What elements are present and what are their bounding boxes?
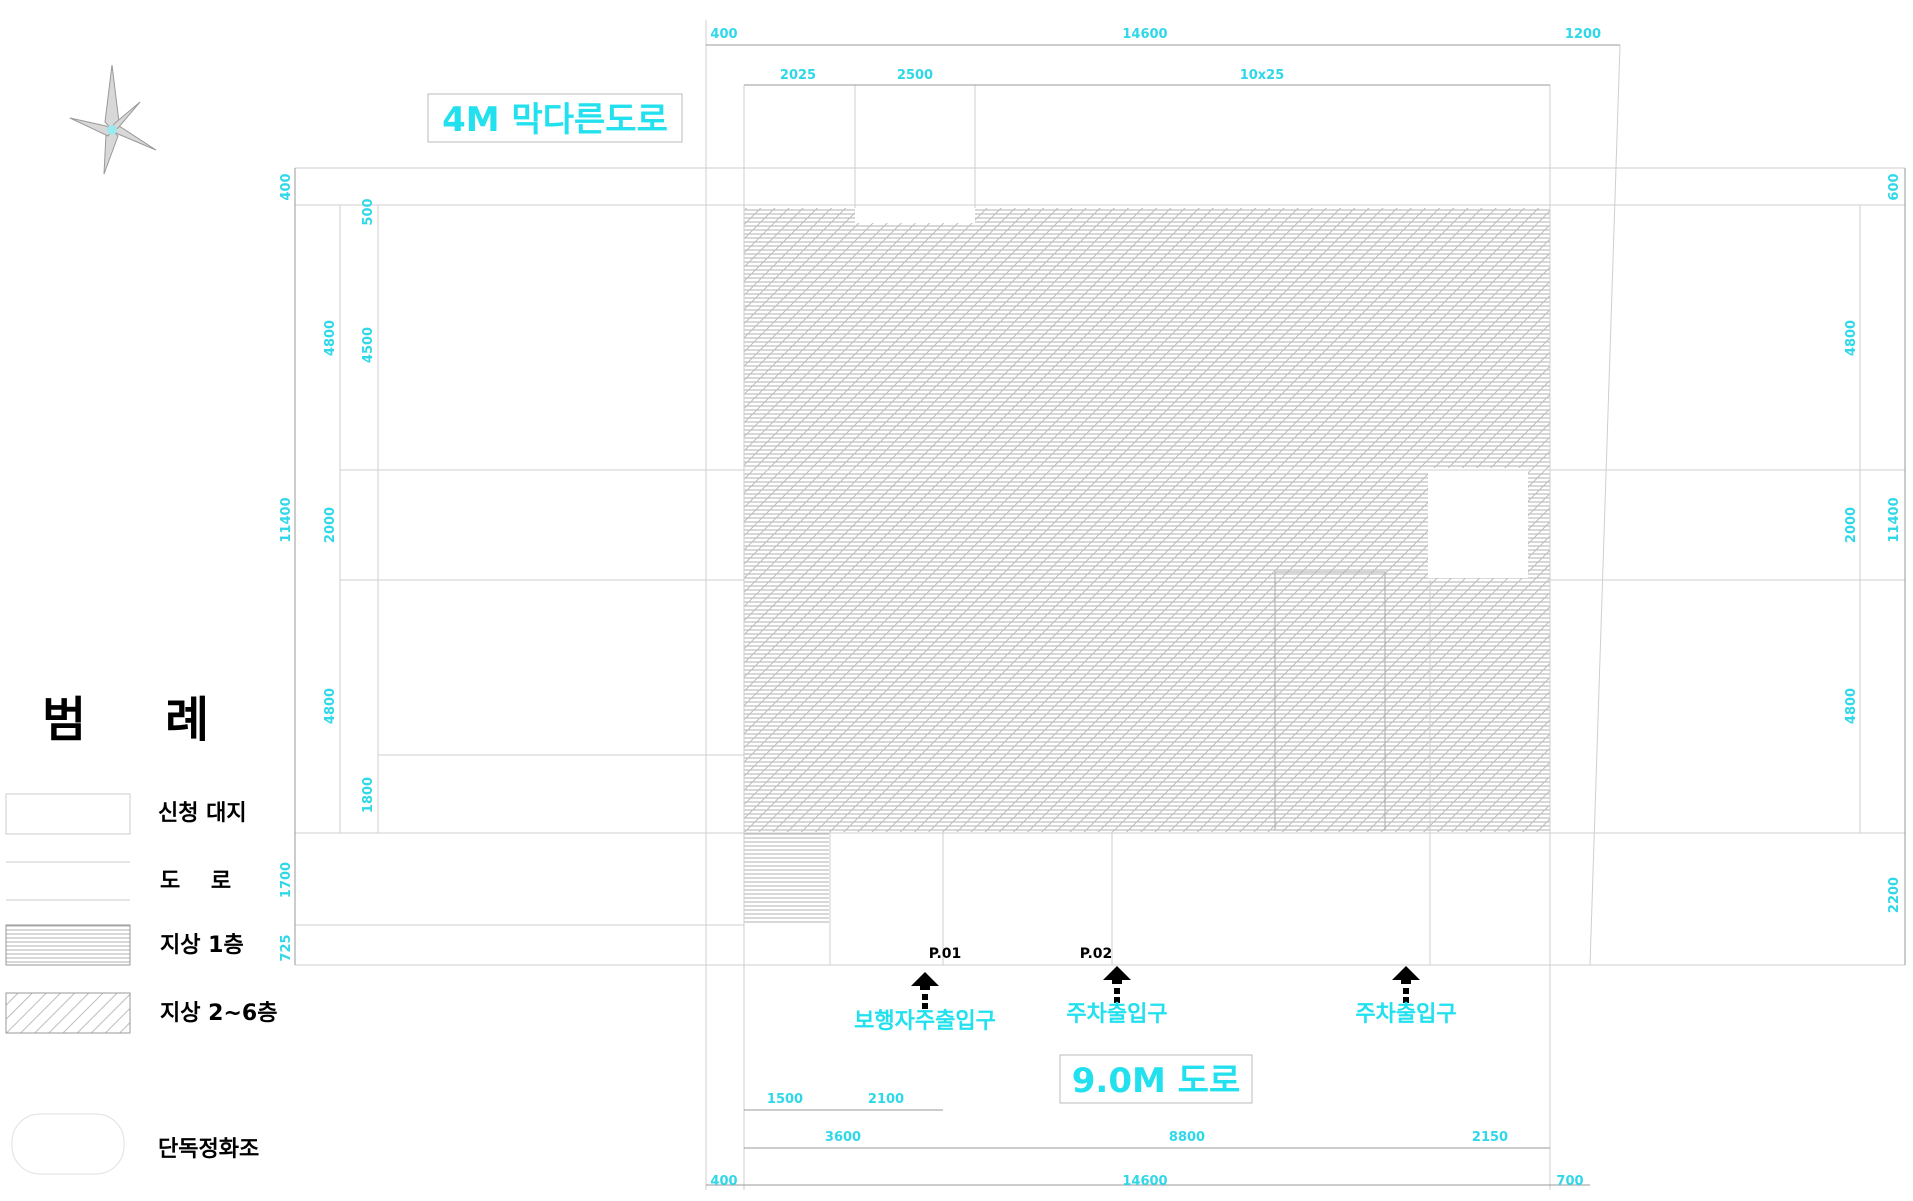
dim-bottom-sub2-2: 2150 (1472, 1130, 1508, 1145)
dim-left-inner-1: 4500 (361, 327, 376, 363)
bottom-road-label-box (1059, 1054, 1253, 1104)
dim-left-outer-2: 725 (279, 934, 294, 961)
dim-bottom-sub2-1: 8800 (1169, 1130, 1205, 1145)
parking-id-2: P.02 (1080, 946, 1113, 962)
building-floor2to6-diag (744, 208, 1550, 832)
building-notch-right (1428, 468, 1528, 578)
parking-label-3: 주차출입구 (1355, 1002, 1456, 1027)
septic-area (1274, 571, 1386, 831)
dim-right-outer-0: 600 (1887, 173, 1902, 200)
dim-bottom-sub2-0: 3600 (825, 1130, 861, 1145)
dim-bottom-sub1-0: 1500 (767, 1092, 803, 1107)
dim-right-mid-2: 4800 (1844, 688, 1859, 724)
dim-left-inner-0: 500 (361, 198, 376, 225)
dim-top-sub-1: 2500 (897, 68, 933, 83)
dim-bottom-overall-2: 700 (1556, 1174, 1583, 1189)
dim-left-outer-1: 11400 (279, 497, 294, 542)
dim-left-mid-0: 4800 (323, 320, 338, 356)
dimension-lines (294, 44, 1906, 1186)
top-road-label: 4M 막다른도로 (442, 100, 668, 140)
dim-top-overall-1: 14600 (1122, 27, 1167, 42)
legend-label-floor1: 지상 1층 (160, 933, 244, 958)
dim-left-inner-2: 1800 (361, 777, 376, 813)
legend-swatch-site (5, 793, 131, 835)
legend-swatch-septic (11, 1113, 125, 1175)
dim-left-mid-2: 4800 (323, 688, 338, 724)
entrance-arrow-icon (911, 972, 939, 1009)
parking-marker-1: P.01 보행자주출입구 (854, 946, 996, 1034)
dim-right-outer-2: 2200 (1887, 877, 1902, 913)
legend-swatch-floor2to6 (5, 992, 131, 1034)
dim-left-mid-3: 1700 (279, 862, 294, 898)
parking-label-2: 주차출입구 (1066, 1002, 1167, 1027)
legend-title-1: 범 (42, 692, 86, 748)
parking-id-1: P.01 (929, 946, 962, 962)
dim-bottom-overall-1: 14600 (1122, 1174, 1167, 1189)
legend-label-road: 도 로 (160, 869, 231, 894)
entrance-arrow-icon (1103, 966, 1131, 1003)
legend: 범 례 신청 대지 도 로 지상 1층 지상 2~6층 단독정화조 (5, 692, 277, 1175)
dim-left-outer-0: 400 (279, 173, 294, 200)
dim-top-sub-0: 2025 (780, 68, 816, 83)
dim-bottom-sub1-1: 2100 (868, 1092, 904, 1107)
top-road-label-box (427, 93, 683, 143)
compass-icon (69, 64, 157, 175)
parking-label-1: 보행자주출입구 (854, 1009, 996, 1034)
dim-right-outer-1: 11400 (1887, 497, 1902, 542)
dim-right-mid-0: 4800 (1844, 320, 1859, 356)
legend-label-site: 신청 대지 (158, 801, 247, 826)
dim-top-sub-2: 10x25 (1240, 68, 1285, 83)
parking-marker-3: 주차출입구 (1355, 966, 1457, 1027)
bottom-road-label: 9.0M 도로 (1072, 1061, 1240, 1101)
dim-left-mid-1: 2000 (323, 507, 338, 543)
dim-top-overall-0: 400 (710, 27, 737, 42)
legend-swatch-road (6, 861, 130, 901)
entrance-arrow-icon (1392, 966, 1420, 1003)
dim-bottom-overall-0: 400 (710, 1174, 737, 1189)
legend-title-2: 례 (165, 692, 209, 748)
legend-label-septic: 단독정화조 (158, 1137, 259, 1162)
building-notch-top (855, 195, 975, 223)
dim-right-mid-1: 2000 (1844, 507, 1859, 543)
road-lines (295, 20, 1905, 1190)
parking-marker-2: P.02 주차출입구 (1066, 946, 1167, 1027)
building-floor1-strip (744, 832, 829, 924)
legend-label-floor2to6: 지상 2~6층 (160, 1001, 277, 1026)
legend-swatch-floor1 (5, 924, 131, 966)
dim-top-overall-2: 1200 (1565, 27, 1601, 42)
